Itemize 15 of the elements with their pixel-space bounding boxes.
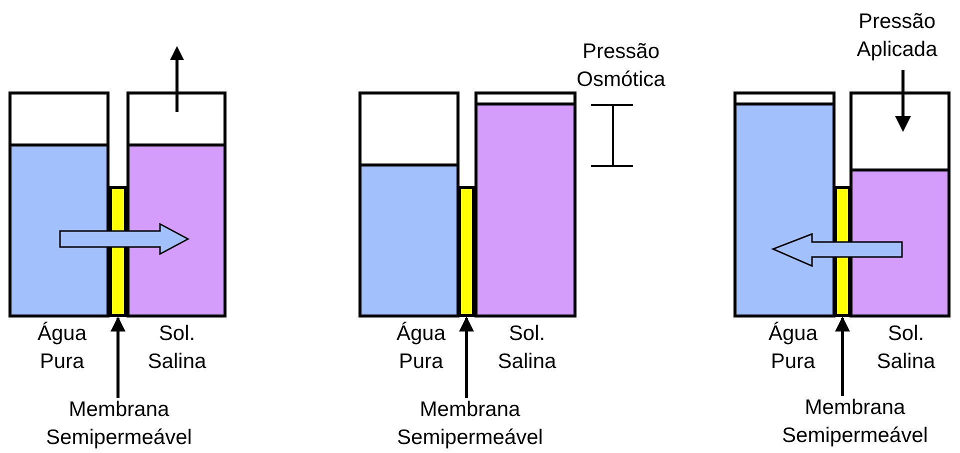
liquid-label: Água Pura (395, 320, 447, 375)
leader-arrow (835, 316, 850, 396)
membrane-label: Membrana Semipermeável (396, 397, 544, 451)
membrane-label: Membrana Semipermeável (45, 397, 193, 451)
liquid-label: Água Pura (36, 320, 88, 375)
liquid-label: Sol. Salina (496, 321, 558, 375)
liquid-label: Sol. Salina (876, 321, 936, 375)
membrane-label: Membrana Semipermeável (781, 395, 929, 449)
leader-arrow (459, 316, 474, 398)
liquid-label: Sol. Salina (146, 321, 208, 375)
leader-arrow (110, 316, 126, 398)
pressure-label: Pressão Aplicada (856, 9, 938, 63)
liquid-label: Água Pura (767, 320, 819, 375)
pressure-label: Pressão Osmótica (576, 39, 666, 93)
membrane-strip (458, 186, 475, 317)
